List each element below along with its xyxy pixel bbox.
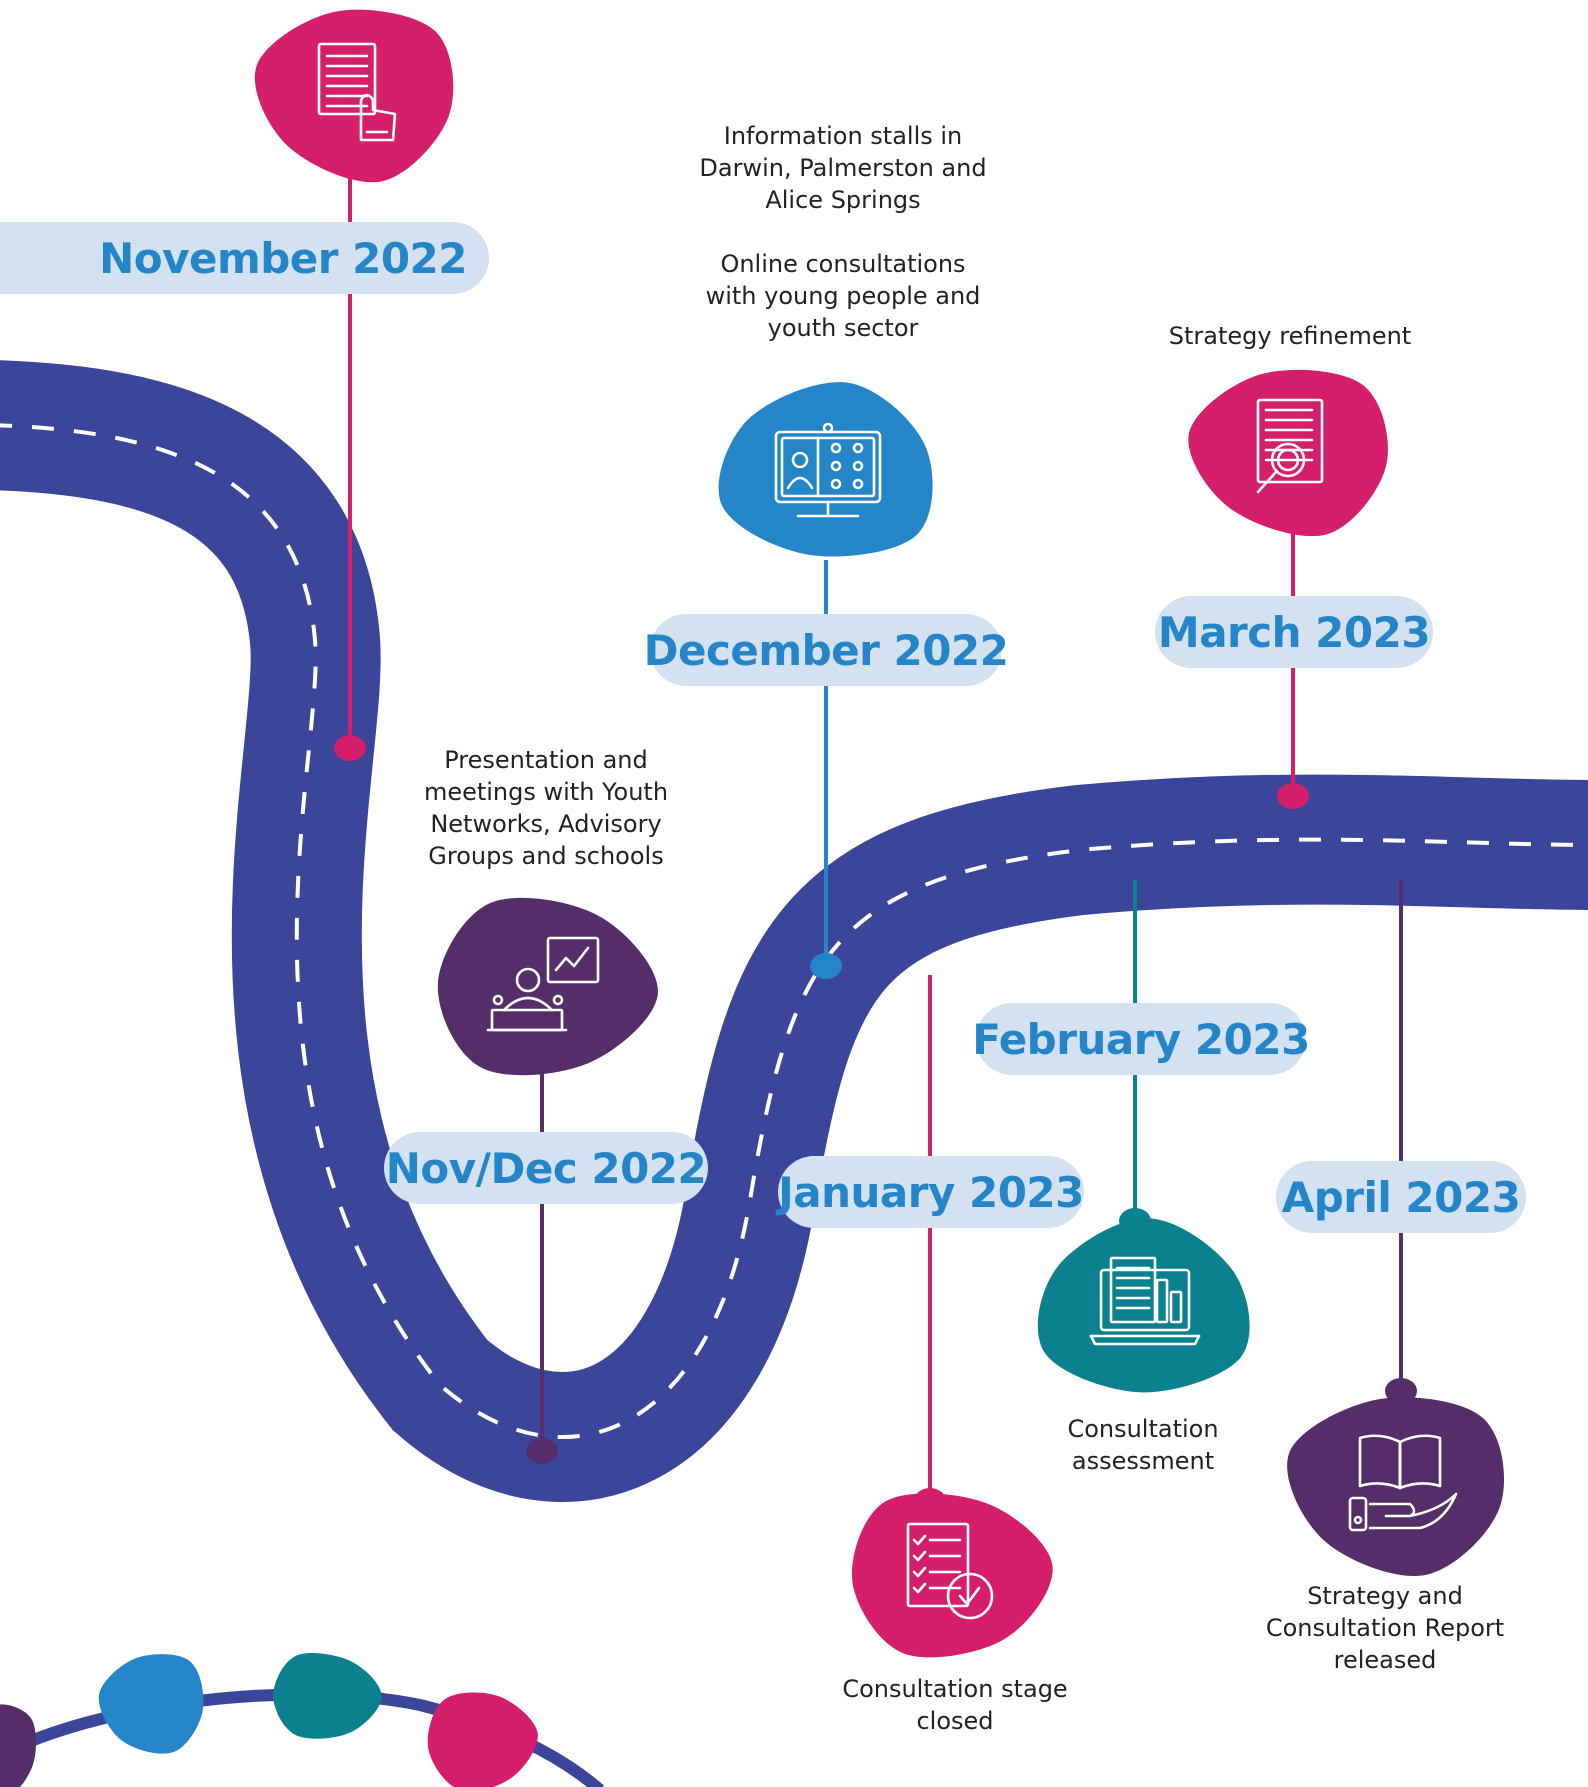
date-pill-jan2023: January 2023 (778, 1156, 1084, 1228)
icon-badge-nov2022 (254, 9, 454, 183)
blob-novdec2022 (437, 897, 658, 1076)
presenter-chart-icon (486, 936, 600, 1032)
icon-badge-jan2023 (851, 1493, 1053, 1658)
date-pill-mar2023: March 2023 (1155, 596, 1433, 668)
document-search-icon (1256, 398, 1324, 494)
icon-badge-novdec2022 (437, 897, 658, 1076)
description-feb2023: Consultation assessment (1067, 1415, 1219, 1475)
icon-badge-apr2023 (1287, 1397, 1505, 1577)
road-marker-dec2022 (810, 953, 842, 979)
road-marker-novdec2022 (526, 1438, 558, 1464)
decorative-blob-blue (98, 1654, 204, 1754)
description-novdec2022: Presentation and meetings with Youth Net… (423, 746, 669, 870)
laptop-documents-icon (1089, 1256, 1201, 1346)
decorative-blob-teal (273, 1653, 382, 1739)
icon-badge-feb2023 (1037, 1218, 1250, 1393)
date-label-apr2023: April 2023 (1281, 1172, 1521, 1222)
description-mar2023: Strategy refinement (1168, 322, 1412, 350)
blob-jan2023 (851, 1493, 1053, 1658)
date-pill-feb2023: February 2023 (972, 1003, 1310, 1075)
date-label-feb2023: February 2023 (972, 1014, 1310, 1064)
decorative-blob-magenta (427, 1692, 538, 1787)
decorative-blob-purple (0, 1704, 37, 1787)
blob-mar2023 (1188, 369, 1388, 537)
road-marker-mar2023 (1277, 783, 1309, 809)
checklist-approved-icon (906, 1522, 994, 1620)
description-apr2023: Strategy and Consultation Report release… (1265, 1582, 1505, 1674)
date-pill-dec2022: December 2022 (644, 614, 1009, 686)
online-meeting-monitor-icon (774, 422, 882, 518)
winding-road (0, 360, 1588, 1502)
date-label-dec2022: December 2022 (643, 625, 1009, 675)
icon-badge-dec2022 (718, 382, 933, 557)
date-pill-apr2023: April 2023 (1276, 1161, 1526, 1233)
date-label-jan2023: January 2023 (778, 1167, 1084, 1217)
icon-badge-mar2023 (1188, 369, 1388, 537)
road-marker-nov2022 (334, 735, 366, 761)
blob-dec2022 (718, 382, 933, 557)
blob-feb2023 (1037, 1218, 1250, 1393)
description-jan2023: Consultation stage closed (842, 1675, 1068, 1735)
decorative-blobs (0, 1653, 538, 1787)
date-label-mar2023: March 2023 (1157, 607, 1431, 657)
description-dec2022: Information stalls in Darwin, Palmerston… (699, 122, 987, 342)
date-label-novdec2022: Nov/Dec 2022 (385, 1143, 707, 1193)
book-in-hand-icon (1348, 1434, 1458, 1532)
date-pill-nov2022: November 2022 (0, 222, 489, 294)
date-label-nov2022: November 2022 (99, 233, 467, 283)
document-hand-pointer-icon (317, 42, 397, 142)
icon-blobs (254, 9, 1505, 1658)
date-pill-novdec2022: Nov/Dec 2022 (384, 1132, 708, 1204)
